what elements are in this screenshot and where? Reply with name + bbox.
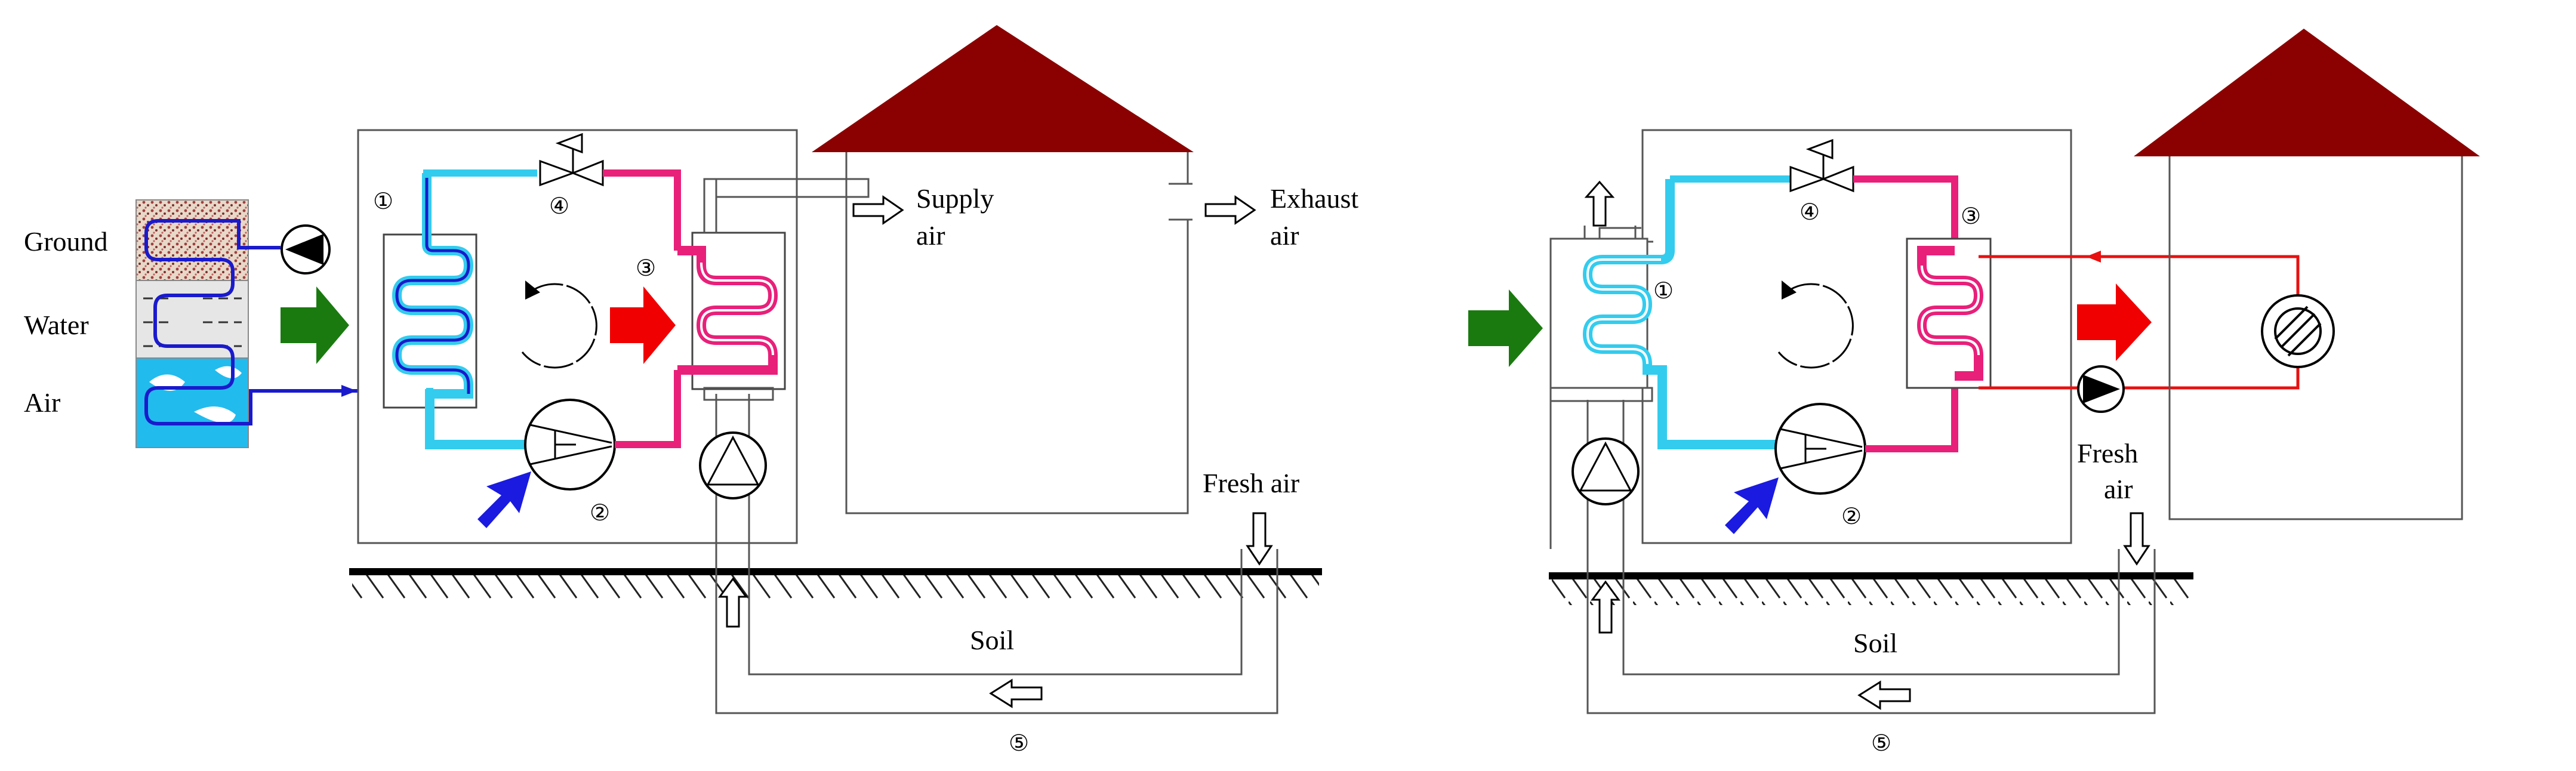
source-loop-coil <box>144 219 382 425</box>
evaporator-coil <box>392 173 528 449</box>
refrigerant-hot-line-top <box>603 169 681 251</box>
soil-label: Soil <box>970 625 1014 655</box>
flow-arrow-icon <box>341 385 357 397</box>
duct-marker-right: ⑤ <box>1871 731 1891 756</box>
work-in-arrow-icon <box>477 471 531 528</box>
evaporator-marker-right: ① <box>1653 279 1674 304</box>
valve-marker: ④ <box>549 194 569 219</box>
flow-arrow-icon-right <box>2086 251 2101 263</box>
fresh-air-label: Fresh air <box>1203 468 1299 498</box>
heat-source-panel <box>135 199 249 448</box>
fresh-air-in-arrow-icon <box>1246 512 1273 566</box>
evaporator-marker: ① <box>373 189 393 214</box>
refrigerant-hot-line-bottom <box>615 370 681 448</box>
cycle-direction-icon-right <box>1777 280 1854 369</box>
exhaust-air-label-2: air <box>1270 220 1299 251</box>
right-system: Fresh air Soil ① ② ③ ④ ⑤ <box>1468 29 2480 756</box>
refrigerant-hot-line-top-right <box>1853 175 1958 251</box>
duct-marker: ⑤ <box>1009 731 1029 756</box>
fan-icon-right <box>1572 437 1640 505</box>
heat-pump-housing-right <box>1641 129 2072 544</box>
exhaust-up-arrow-icon <box>1584 180 1615 227</box>
supply-air-label-1: Supply <box>916 183 994 214</box>
fresh-air-label-right-1: Fresh <box>2077 438 2138 468</box>
compressor-icon-right <box>1774 403 1866 495</box>
refrigerant-cold-line <box>423 169 537 178</box>
fan-icon <box>699 431 767 499</box>
compressor-marker: ② <box>590 501 610 526</box>
expansion-valve-icon-right <box>1789 138 1854 193</box>
evaporator-box <box>383 233 477 409</box>
fresh-air-label-right-2: air <box>2104 474 2133 504</box>
refrigerant-hot-line-bottom-right <box>1865 376 1958 452</box>
house-left <box>812 25 1194 514</box>
compressor-icon <box>524 399 616 491</box>
fresh-air-in-arrow-icon-right <box>2123 512 2150 566</box>
ground-surface-left <box>349 568 1322 602</box>
soil-label-right: Soil <box>1853 628 1897 658</box>
heat-out-arrow-icon-right <box>2077 283 2152 361</box>
refrigerant-cold-line-bottom <box>426 388 525 448</box>
exhaust-air-arrow-icon <box>1204 195 1256 225</box>
duct-return-arrow-icon-right <box>1591 580 1620 634</box>
water-label: Water <box>24 310 89 340</box>
roof-right <box>2134 29 2480 156</box>
soil-flow-arrow-icon-right <box>1857 680 1911 710</box>
heating-pump-icon <box>2077 365 2125 413</box>
source-pump-icon <box>281 224 331 275</box>
condenser-marker: ③ <box>636 256 656 281</box>
ground-surface-right <box>1549 572 2193 605</box>
radiator-icon <box>2261 294 2335 368</box>
supply-air-arrow-icon <box>852 195 904 225</box>
exhaust-air-label-1: Exhaust <box>1270 183 1358 214</box>
compressor-marker-right: ② <box>1841 504 1862 529</box>
ground-label: Ground <box>24 226 108 257</box>
roof <box>812 25 1194 152</box>
house-right <box>2134 29 2480 520</box>
air-label: Air <box>24 387 60 418</box>
valve-marker-right: ④ <box>1799 200 1820 225</box>
heat-in-arrow-icon-right <box>1468 289 1543 367</box>
expansion-valve-icon <box>539 132 604 187</box>
left-system: Ground Water Air Supply air Exhaust air … <box>24 25 1358 756</box>
cycle-direction-icon <box>521 280 597 369</box>
duct-return-arrow-icon <box>718 577 748 628</box>
condenser-coil <box>677 246 778 375</box>
evaporator-coil-right <box>1582 175 1791 449</box>
heat-in-arrow-icon <box>281 286 349 364</box>
work-in-arrow-icon-right <box>1725 477 1779 534</box>
condenser-marker-right: ③ <box>1961 204 1981 229</box>
condenser-coil-right <box>1916 246 1984 381</box>
heat-out-arrow-icon <box>610 286 676 364</box>
air-duct-left <box>703 178 1278 714</box>
soil-flow-arrow-icon <box>989 679 1043 708</box>
supply-air-label-2: air <box>916 220 945 251</box>
